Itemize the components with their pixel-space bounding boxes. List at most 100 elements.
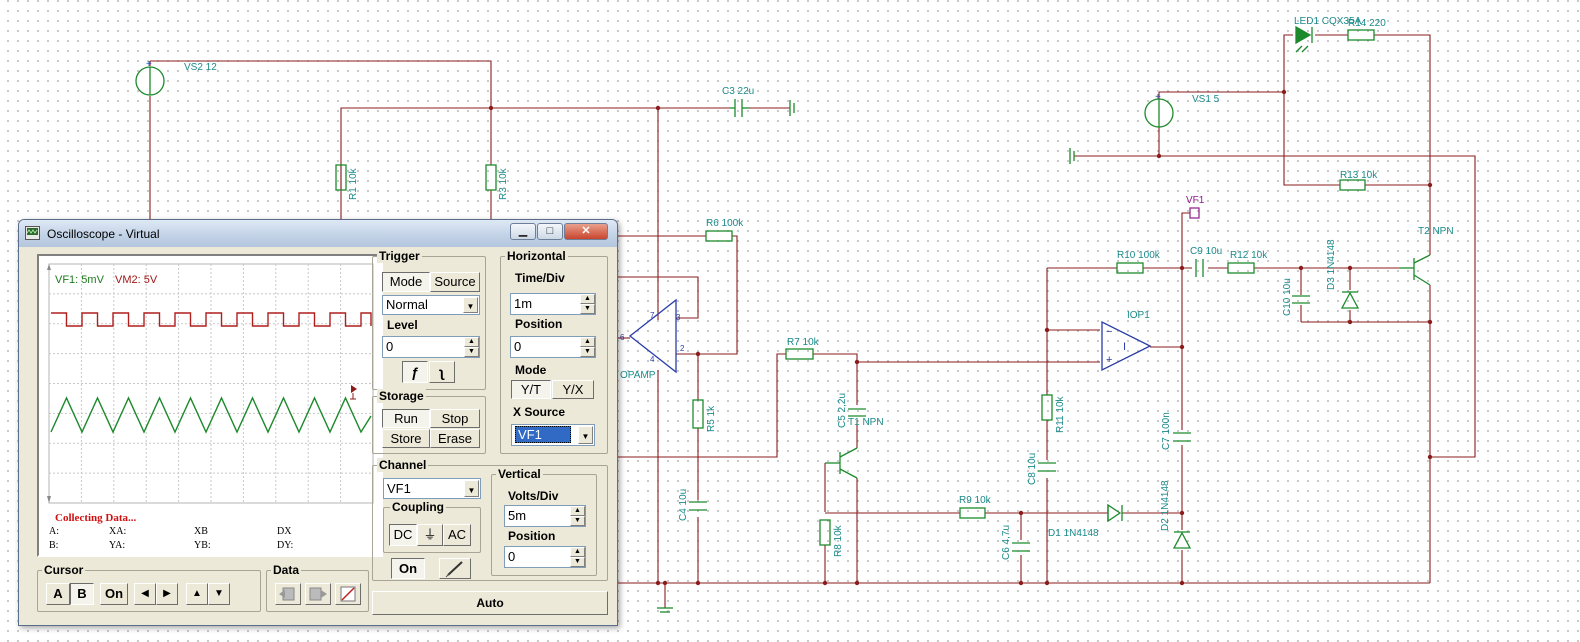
rising-edge-button[interactable]: ƒ (402, 361, 428, 383)
spin-up-icon[interactable]: ▲ (464, 337, 479, 347)
spin-down-icon[interactable]: ▼ (570, 516, 585, 526)
cursor-on-button[interactable]: On (100, 583, 128, 605)
run-button[interactable]: Run (382, 409, 430, 428)
data-save-button[interactable] (305, 583, 331, 605)
dc-coupling-button[interactable]: DC (389, 524, 417, 546)
ac-coupling-button[interactable]: AC (443, 524, 471, 546)
store-button[interactable]: Store (382, 429, 430, 448)
chevron-down-icon[interactable]: ▼ (463, 297, 478, 313)
label-iop1: IOP1 (1127, 310, 1150, 321)
pin-4: 4 (650, 355, 655, 364)
cursor-right-button[interactable]: ▶ (156, 583, 178, 605)
yt-mode-button[interactable]: Y/T (511, 380, 551, 399)
channel-probe-button[interactable] (439, 558, 471, 579)
label-d3: D3 1N4148 (1326, 239, 1337, 290)
diodes[interactable] (1107, 291, 1360, 549)
oscilloscope-app-icon (25, 226, 40, 240)
transistor-t2[interactable] (1400, 254, 1431, 286)
oscilloscope-window[interactable]: Oscilloscope - Virtual ▁ □ ✕ VF1: 5mV VM… (18, 219, 618, 626)
label-c9: C9 10u (1190, 246, 1222, 257)
rising-edge-icon: ƒ (411, 364, 419, 380)
spin-up-icon[interactable]: ▲ (580, 337, 595, 347)
trigger-level-value: 0 (386, 339, 394, 354)
transistor-t1[interactable] (825, 447, 858, 479)
label-d2: D2 1N4148 (1160, 480, 1171, 531)
h-position-spinner[interactable]: 0 ▲ ▼ (510, 336, 596, 358)
spin-down-icon[interactable]: ▼ (580, 304, 595, 314)
vertical-title: Vertical (496, 467, 543, 481)
cursor-a-button[interactable]: A (46, 583, 70, 605)
v-position-spinner[interactable]: 0 ▲ ▼ (504, 546, 586, 568)
xsource-label: X Source (513, 405, 566, 419)
label-r9: R9 10k (959, 495, 992, 506)
falling-edge-button[interactable]: ʅ (429, 361, 455, 383)
storage-title: Storage (377, 389, 426, 403)
resistors[interactable] (335, 29, 1375, 546)
close-icon: ✕ (581, 225, 591, 237)
channel-panel: Channel VF1 ▼ Coupling DC ⏚ AC On Vertic… (372, 458, 608, 581)
scope-screen[interactable]: VF1: 5mV VM2: 5V Collecting Data... A: X… (37, 254, 383, 557)
xsource-select[interactable]: VF1 ▼ (511, 424, 595, 446)
trigger-panel: Trigger Mode Source Normal ▼ Level 0 ▲ ▼… (372, 249, 486, 390)
trigger-level-marker (350, 385, 357, 400)
trigger-mode-select[interactable]: Normal ▼ (382, 295, 480, 315)
minimize-button[interactable]: ▁ (510, 223, 536, 240)
chevron-down-icon[interactable]: ▼ (578, 426, 593, 444)
capacitors[interactable] (689, 99, 1310, 552)
voltage-source-vs2[interactable]: + VS2 12 (135, 59, 217, 96)
horizontal-title: Horizontal (505, 249, 568, 263)
data-load-button[interactable] (275, 583, 301, 605)
channel-title: Channel (377, 458, 429, 472)
spin-up-icon[interactable]: ▲ (570, 506, 585, 516)
label-vs1: VS1 5 (1192, 94, 1220, 105)
readout-b: B: (49, 540, 59, 551)
channel-on-button[interactable]: On (391, 558, 425, 579)
auto-button[interactable]: Auto (372, 591, 608, 615)
channel-value: VF1 (387, 481, 411, 496)
spin-up-icon[interactable]: ▲ (570, 547, 585, 557)
voltsdiv-spinner[interactable]: 5m ▲ ▼ (504, 505, 586, 527)
spin-down-icon[interactable]: ▼ (580, 347, 595, 357)
ground-symbols (657, 100, 1075, 613)
channel-select[interactable]: VF1 ▼ (383, 478, 481, 499)
yx-mode-button[interactable]: Y/X (552, 380, 594, 399)
readout-xb: XB (194, 526, 208, 537)
opamp-iop1[interactable]: − + I (1101, 320, 1152, 372)
chevron-down-icon[interactable]: ▼ (464, 480, 479, 497)
window-title: Oscilloscope - Virtual (47, 227, 160, 241)
stop-button[interactable]: Stop (430, 409, 480, 428)
close-button[interactable]: ✕ (564, 223, 608, 240)
spin-down-icon[interactable]: ▼ (570, 557, 585, 567)
opamp-main[interactable] (628, 298, 677, 374)
svg-text:+: + (1106, 354, 1112, 366)
cursor-b-button[interactable]: B (70, 583, 94, 605)
data-clear-button[interactable] (335, 583, 361, 605)
status-text: Collecting Data... (55, 512, 137, 524)
gnd-coupling-button[interactable]: ⏚ (417, 524, 443, 546)
maximize-button[interactable]: □ (537, 223, 563, 240)
trigger-mode-button[interactable]: Mode (382, 272, 430, 292)
readout-a: A: (49, 526, 59, 537)
label-d1: D1 1N4148 (1048, 528, 1099, 539)
h-position-value: 0 (514, 339, 522, 354)
voltage-source-vs1[interactable]: + VS1 5 (1144, 92, 1220, 128)
cursor-left-button[interactable]: ◀ (134, 583, 156, 605)
timediv-spinner[interactable]: 1m ▲ ▼ (510, 293, 596, 315)
cursor-down-button[interactable]: ▼ (208, 583, 230, 605)
label-c6: C6 4,7u (1001, 525, 1012, 560)
trigger-title: Trigger (377, 249, 422, 263)
trigger-level-spinner[interactable]: 0 ▲ ▼ (382, 336, 480, 358)
spin-down-icon[interactable]: ▼ (464, 347, 479, 357)
led1[interactable] (1295, 25, 1313, 53)
junction-nodes (488, 89, 1433, 586)
spin-up-icon[interactable]: ▲ (580, 294, 595, 304)
erase-button[interactable]: Erase (430, 429, 480, 448)
title-bar[interactable]: Oscilloscope - Virtual ▁ □ ✕ (19, 220, 617, 247)
scope-display (40, 257, 380, 554)
label-r12: R12 10k (1230, 250, 1268, 261)
trigger-source-button[interactable]: Source (430, 272, 480, 292)
label-led1: LED1 CQX35A (1294, 16, 1362, 27)
probe-vf1[interactable]: VF1 (1186, 195, 1205, 219)
cursor-up-button[interactable]: ▲ (186, 583, 208, 605)
